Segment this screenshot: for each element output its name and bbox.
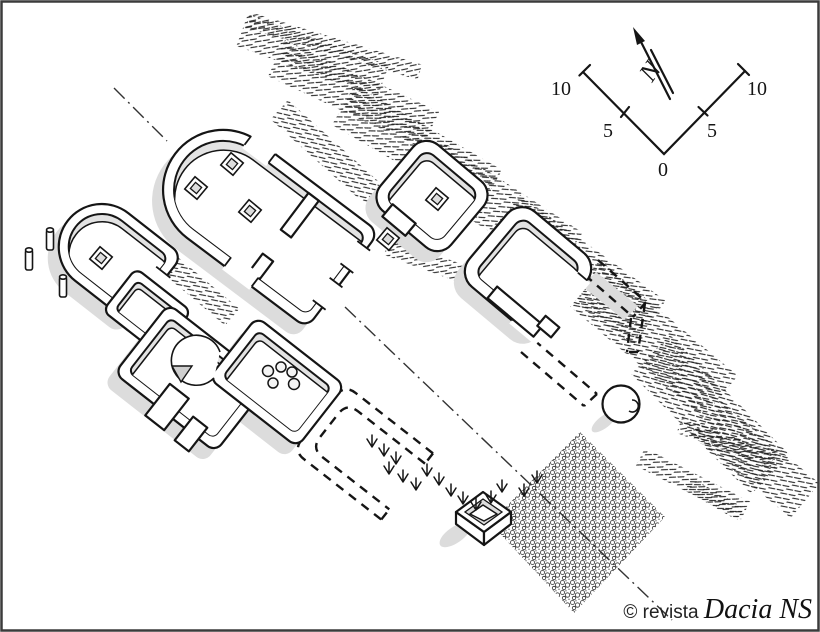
dolia-pots <box>261 361 301 391</box>
porch-step <box>381 203 417 237</box>
section-line <box>113 87 673 621</box>
north-arrowhead <box>633 27 645 45</box>
stone-basin <box>454 490 513 547</box>
stone-sphere <box>601 384 641 424</box>
scale-bar: 10 5 0 5 10 <box>551 62 767 181</box>
scale-label-left-10: 10 <box>551 78 571 100</box>
credit-journal-name: Dacia NS <box>703 594 812 625</box>
wall-stub <box>173 415 209 453</box>
partition-wall <box>279 191 320 239</box>
scale-label-zero: 0 <box>658 159 668 181</box>
detached-wall-stub <box>536 314 561 339</box>
column <box>58 273 68 298</box>
scale-label-right-10: 10 <box>747 78 767 100</box>
detached-wall-stub <box>486 285 545 338</box>
column <box>24 247 34 271</box>
scale-label-right-5: 5 <box>707 120 717 142</box>
pebble-pavement <box>490 432 665 613</box>
scale-label-left-5: 5 <box>603 120 613 142</box>
credit-prefix: © revista <box>623 602 704 623</box>
threshold-triangle <box>170 365 194 384</box>
wall-stub <box>144 382 190 432</box>
credit-line: © revista Dacia NS <box>623 594 812 625</box>
column <box>45 227 55 251</box>
dashed-extension-right <box>584 259 647 354</box>
dashed-walls-to-sphere <box>520 339 598 407</box>
main-hall-building <box>137 104 381 330</box>
